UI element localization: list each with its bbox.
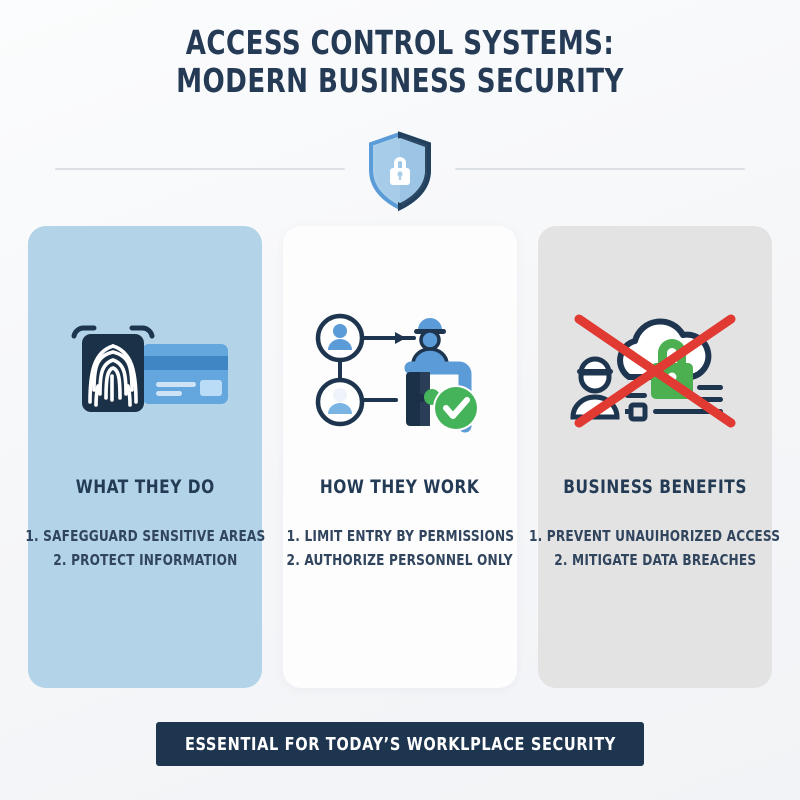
hero-divider-row: [0, 128, 800, 214]
footer-banner-text: ESSENTIAL FOR TODAY’S WORKLPLACE SECURIT…: [184, 733, 616, 755]
title-line-1: ACCESS CONTROL SYSTEMS:: [185, 23, 615, 62]
card-heading: HOW THEY WORK: [320, 476, 480, 498]
list-item: 2. MITIGATE DATA BREACHES: [553, 551, 757, 569]
list-item: 1. SAFEGGUARD SENSITIVE AREAS: [24, 527, 266, 545]
card-row: WHAT THEY DO 1. SAFEGGUARD SENSITIVE ARE…: [24, 226, 780, 688]
divider-left: [55, 168, 345, 170]
card-heading: WHAT THEY DO: [75, 476, 215, 498]
card-heading: BUSINESS BENEFITS: [563, 476, 747, 498]
page-title: ACCESS CONTROL SYSTEMS: MODERN BUSINESS …: [0, 24, 800, 100]
divider-right: [455, 168, 745, 170]
list-item: 1. LIMIT ENTRY BY PERMISSIONS: [286, 527, 514, 545]
card-business-benefits[interactable]: BUSINESS BENEFITS 1. PREVENT UNAUIHORIZE…: [529, 226, 780, 688]
blocked-data-breach-icon: [555, 290, 755, 450]
title-line-2: MODERN BUSINESS SECURITY: [176, 61, 624, 100]
card-how-they-work[interactable]: HOW THEY WORK 1. LIMIT ENTRY BY PERMISSI…: [283, 226, 517, 688]
access-flow-door-check-icon: [300, 290, 500, 450]
list-item: 1. PREVENT UNAUIHORIZED ACCESS: [529, 527, 781, 545]
list-item: 2. PROTECT INFORMATION: [52, 551, 238, 569]
footer-banner: ESSENTIAL FOR TODAY’S WORKLPLACE SECURIT…: [156, 722, 644, 766]
fingerprint-scanner-card-icon: [45, 290, 245, 450]
card-list: 1. SAFEGGUARD SENSITIVE AREAS 2. PROTECT…: [24, 524, 266, 572]
card-what-they-do[interactable]: WHAT THEY DO 1. SAFEGGUARD SENSITIVE ARE…: [24, 226, 266, 688]
card-list: 1. LIMIT ENTRY BY PERMISSIONS 2. AUTHORI…: [283, 524, 517, 572]
shield-lock-icon: [357, 128, 443, 214]
card-list: 1. PREVENT UNAUIHORIZED ACCESS 2. MITIGA…: [529, 524, 780, 572]
list-item: 2. AUTHORIZE PERSONNEL ONLY: [286, 551, 514, 569]
